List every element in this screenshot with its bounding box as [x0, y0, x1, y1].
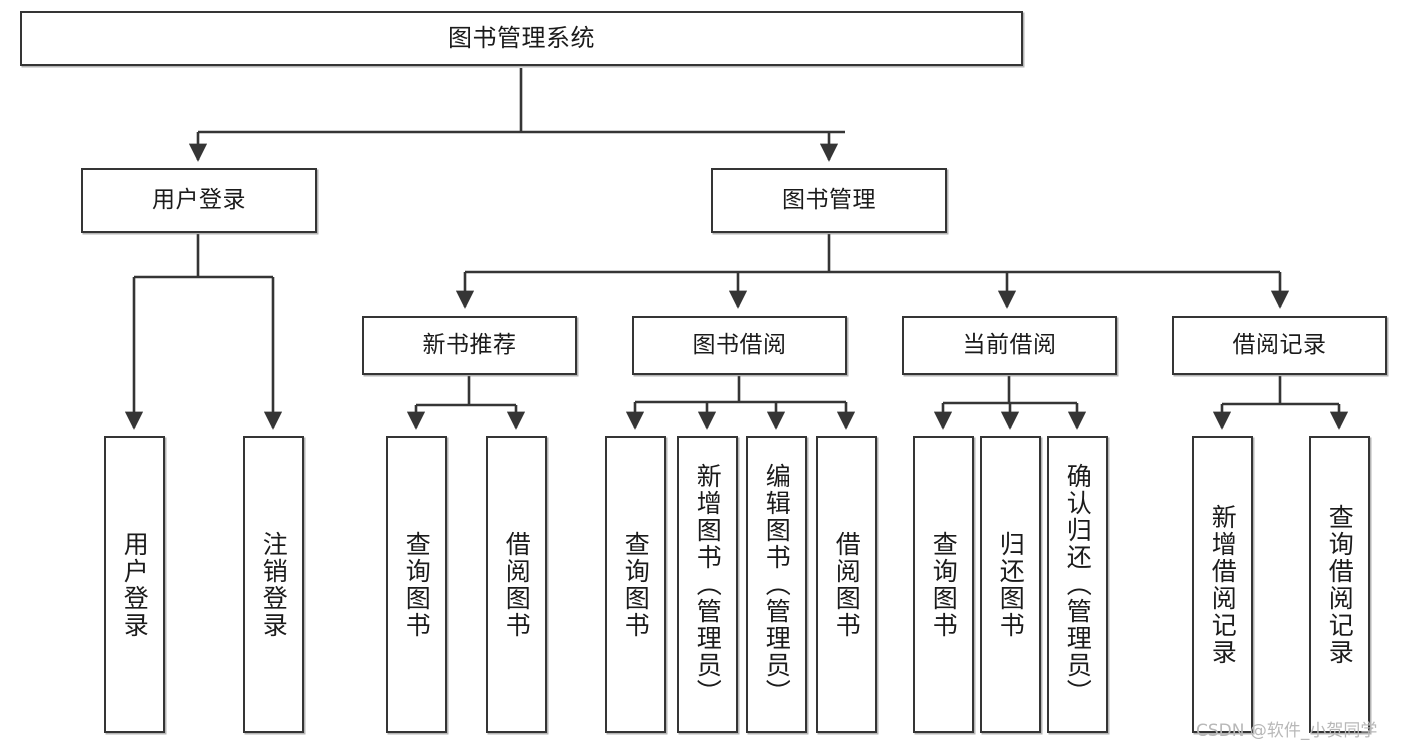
leaf-logout[interactable]: 注销登录: [243, 436, 304, 733]
node-book-management[interactable]: 图书管理: [711, 168, 947, 233]
node-label: 用户登录: [120, 530, 150, 639]
node-label: 查询图书: [929, 530, 959, 639]
node-label: 图书管理: [782, 187, 876, 214]
node-label: 编辑图书（管理员）: [762, 463, 792, 706]
leaf-query-books-recommendation[interactable]: 查询图书: [386, 436, 447, 733]
node-label: 查询图书: [402, 530, 432, 639]
node-label: 注销登录: [259, 530, 289, 639]
leaf-add-book-admin[interactable]: 新增图书（管理员）: [677, 436, 738, 733]
node-label: 查询图书: [621, 530, 651, 639]
node-book-management-system[interactable]: 图书管理系统: [20, 11, 1023, 66]
node-label: 确认归还（管理员）: [1063, 463, 1093, 706]
node-new-book-recommendation[interactable]: 新书推荐: [362, 316, 577, 375]
node-label: 新增图书（管理员）: [693, 463, 723, 706]
node-label: 借阅图书: [832, 530, 862, 639]
node-label: 新增借阅记录: [1208, 503, 1238, 666]
node-book-borrowing[interactable]: 图书借阅: [632, 316, 847, 375]
node-borrowing-records[interactable]: 借阅记录: [1172, 316, 1387, 375]
leaf-confirm-return-admin[interactable]: 确认归还（管理员）: [1047, 436, 1108, 733]
leaf-query-borrow-record[interactable]: 查询借阅记录: [1309, 436, 1370, 733]
node-current-borrowing[interactable]: 当前借阅: [902, 316, 1117, 375]
csdn-watermark: CSDN @软件_小贺同学: [1196, 721, 1378, 741]
node-label: 图书管理系统: [448, 23, 595, 52]
leaf-borrow-books-recommendation[interactable]: 借阅图书: [486, 436, 547, 733]
node-label: 当前借阅: [962, 332, 1057, 359]
leaf-query-books-borrowing[interactable]: 查询图书: [605, 436, 666, 733]
leaf-edit-book-admin[interactable]: 编辑图书（管理员）: [746, 436, 807, 733]
node-label: 新书推荐: [422, 332, 517, 359]
node-label: 借阅记录: [1232, 332, 1327, 359]
node-user-login[interactable]: 用户登录: [81, 168, 317, 233]
leaf-add-borrow-record[interactable]: 新增借阅记录: [1192, 436, 1253, 733]
node-label: 图书借阅: [692, 332, 787, 359]
node-label: 用户登录: [152, 187, 246, 214]
node-label: 归还图书: [996, 530, 1026, 639]
leaf-user-login[interactable]: 用户登录: [104, 436, 165, 733]
leaf-borrow-books[interactable]: 借阅图书: [816, 436, 877, 733]
node-label: 查询借阅记录: [1325, 503, 1355, 666]
node-label: 借阅图书: [502, 530, 532, 639]
leaf-query-books-current[interactable]: 查询图书: [913, 436, 974, 733]
leaf-return-books[interactable]: 归还图书: [980, 436, 1041, 733]
